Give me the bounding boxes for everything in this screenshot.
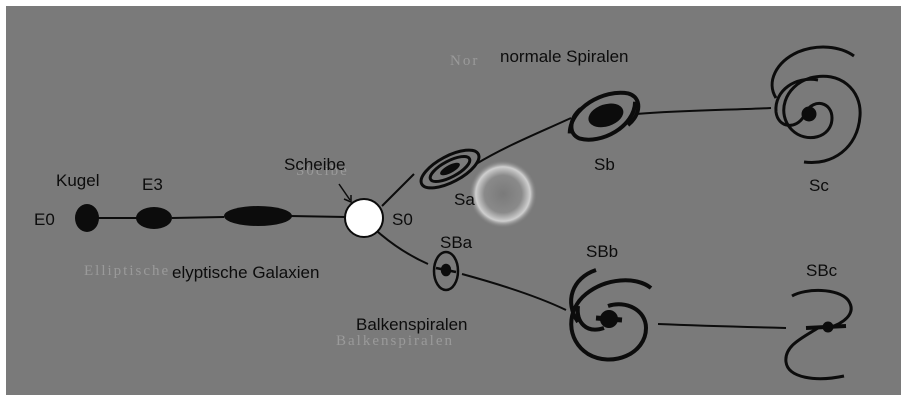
galaxy-elliptical-flat xyxy=(224,206,292,226)
galaxy-s0 xyxy=(345,199,383,237)
galaxy-e0 xyxy=(75,204,99,232)
galaxy-sbc xyxy=(786,290,851,378)
diagram-frame: Nor Elliptische S0cibe Balkenspiralen E0… xyxy=(6,6,901,395)
galaxy-sba xyxy=(434,252,458,290)
ghost-text-bottom: Balkenspiralen xyxy=(336,334,454,349)
label-balkenspiralen: Balkenspiralen xyxy=(356,316,468,333)
ghost-text-left: Elliptische xyxy=(84,264,170,279)
line-sa-sb xyxy=(476,118,571,164)
label-sba: SBa xyxy=(440,234,472,251)
label-s0: S0 xyxy=(392,211,413,228)
label-sa: Sa xyxy=(454,191,475,208)
galaxy-sbb xyxy=(571,270,651,360)
galaxy-sb xyxy=(562,86,645,147)
line-sba-sbb xyxy=(462,274,566,310)
label-sc: Sc xyxy=(809,177,829,194)
line-s0-sa xyxy=(382,174,414,206)
label-elyptische-galaxien: elyptische Galaxien xyxy=(172,264,319,281)
ghost-text-top: Nor xyxy=(450,54,479,69)
line-sbb-sbc xyxy=(658,324,786,328)
line-sb-sc xyxy=(636,108,771,114)
label-sbc: SBc xyxy=(806,262,837,279)
glow-spot xyxy=(469,160,537,228)
galaxy-sc xyxy=(772,47,860,162)
label-scheibe: Scheibe xyxy=(284,156,345,173)
galaxy-e3 xyxy=(136,207,172,229)
label-sb: Sb xyxy=(594,156,615,173)
label-kugel: Kugel xyxy=(56,172,99,189)
sequence-lines xyxy=(94,108,786,328)
label-e3: E3 xyxy=(142,176,163,193)
scheibe-arrow xyxy=(339,184,351,202)
label-sbb: SBb xyxy=(586,243,618,260)
line-s0-sba xyxy=(378,232,428,264)
line-elliptical-s0 xyxy=(290,216,346,217)
line-e3-elliptical xyxy=(172,217,224,218)
label-normale-spiralen: normale Spiralen xyxy=(500,48,629,65)
label-e0: E0 xyxy=(34,211,55,228)
